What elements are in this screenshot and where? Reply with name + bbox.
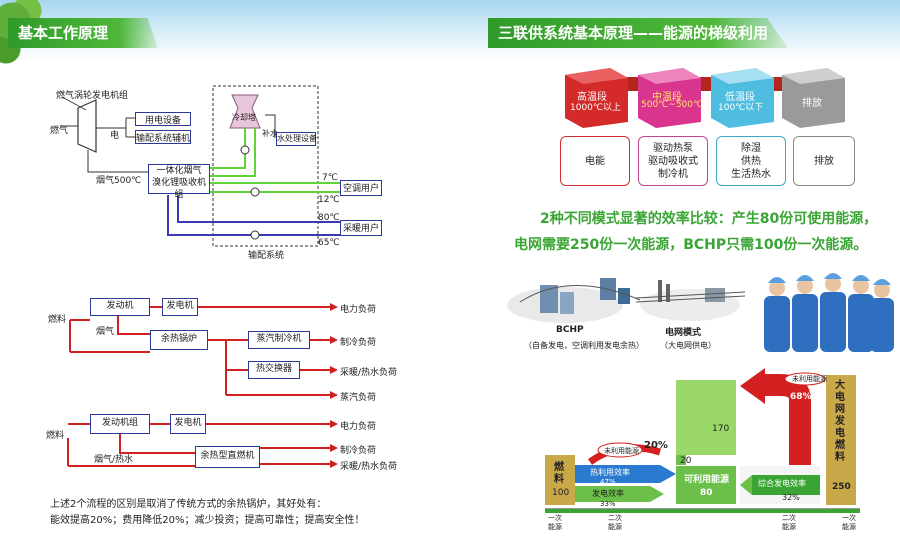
chart-value-170: 170 [712,424,730,434]
waste-heat-boiler-box: 余热锅炉 [150,330,208,350]
makeup-water-label: 补水 [262,129,278,138]
exhaust-label: 烟气500℃ [96,176,142,186]
power-load-label-3: 电力负荷 [340,422,377,432]
generator-box-2: 发电机 [170,414,206,434]
comparison-line-1: 2种不同模式显著的效率比较：产生80份可使用能源， [540,211,878,227]
generator-box: 发电机 [162,298,198,316]
steam-chiller-box: 蒸汽制冷机 [248,331,310,349]
heating-user-box: 采暖用户 [340,220,382,236]
cube-low-title: 低温段 [725,92,755,103]
heating-load-label: 采暖/热水负荷 [340,368,398,378]
fuel-label-3: 燃料 [46,431,65,441]
chart-heat-eff-pct: 47% [600,478,616,486]
use-heating-box: 除湿 供热 生活热水 [716,136,786,186]
cube-low-sub: 100℃以下 [718,103,764,113]
right-section-header: 三联供系统基本原理——能源的梯级利用 [488,18,788,48]
chart-grid-fuel-label: 大 电 网 发 电 燃 料 [835,380,845,463]
steam-load-label: 蒸汽负荷 [340,393,377,403]
power-equipment-box: 用电设备 [135,112,191,126]
chart-combined-eff-label: 综合发电效率 [758,479,806,488]
chart-primary-label-1: 一次 能源 [548,514,562,531]
chart-usable-label: 可利用能源 [684,475,730,485]
use-electricity-box: 电能 [560,136,630,186]
chart-waste2-label: 未利用能源 [792,375,827,383]
chart-gen-eff-label: 发电效率 [592,489,624,498]
temp-80-label: 80℃ [318,213,340,223]
cube-mid-title: 中温段 [652,92,682,103]
temp-7-label: 7℃ [322,173,338,183]
chart-secondary-label-2: 二次 能源 [782,514,796,531]
flue-gas-label: 烟气 [96,327,115,337]
chart-value-20: 20 [680,456,692,466]
cooling-tower-label: 冷却塔 [232,113,256,122]
workers-photo [764,273,894,352]
chart-grid-fuel-value: 250 [832,482,851,492]
chart-heat-eff-label: 热利用效率 [590,468,630,477]
bchp-note: （自备发电，空调利用发电余热） [524,341,644,350]
chart-fuel-value: 100 [552,488,570,498]
ac-user-box: 空调用户 [340,180,382,196]
heat-exchanger-box: 热交换器 [248,361,300,379]
cooling-load-label: 制冷负荷 [340,338,377,348]
bchp-label: BCHP [556,325,584,335]
cooling-load-label-3: 制冷负荷 [340,446,377,456]
fuel-gas-label: 燃气 [50,126,69,136]
electricity-label: 电 [110,131,120,141]
water-treatment-box: 水处理设备 [276,132,317,146]
engine-set-box: 发动机组 [90,414,150,434]
grid-mode-label: 电网模式 [665,328,702,338]
distribution-system-label: 输配系统 [248,251,285,261]
heating-load-label-3: 采暖/热水负荷 [340,462,398,472]
chart-waste2-pct: 68% [790,392,812,402]
chart-combined-eff-pct: 32% [782,493,800,502]
absorption-chiller-box: 一体化烟气 溴化锂吸收机组 [148,164,210,200]
chart-waste-label: 未利用能源 [604,447,639,455]
direct-fired-chiller-box: 余热型直燃机 [195,446,260,468]
cube-high-title: 高温段 [577,92,607,103]
flue-hotwater-label: 烟气/热水 [94,455,134,465]
cube-mid-sub: 500℃~500℃ [641,100,704,110]
cube-high-sub: 1000℃以上 [570,103,622,113]
temp-65-label: 65℃ [318,238,340,248]
chart-usable-value: 80 [700,488,713,498]
chart-primary-label-2: 一次 能源 [842,514,856,531]
engine-box: 发动机 [90,298,150,316]
power-load-label: 电力负荷 [340,305,377,315]
fuel-label-2: 燃料 [48,315,67,325]
summary-line-1: 上述2个流程的区别是取消了传统方式的余热锅炉，其好处有： [50,499,327,510]
comparison-line-2: 电网需要250份一次能源，BCHP只需100份一次能源。 [514,237,868,253]
chart-secondary-label-1: 二次 能源 [608,514,622,531]
cube-exhaust-title: 排放 [802,98,822,109]
left-section-header: 基本工作原理 [8,18,158,48]
aux-equipment-box: 输配系统辅机 [135,130,191,144]
chart-waste-pct: 20% [644,440,668,451]
temp-12-label: 12℃ [318,195,340,205]
turbine-label: 燃气涡轮发电机组 [56,91,129,101]
summary-line-2: 能效提高20%；费用降低20%；减少投资；提高可靠性；提高安全性！ [50,515,365,526]
chart-gen-eff-pct: 33% [600,500,616,508]
use-exhaust-box: 排放 [793,136,855,186]
use-heat-pump-box: 驱动热泵 驱动吸收式 制冷机 [638,136,708,186]
chart-fuel-label: 燃 料 [554,462,564,485]
grid-mode-note: （大电网供电） [660,341,716,350]
